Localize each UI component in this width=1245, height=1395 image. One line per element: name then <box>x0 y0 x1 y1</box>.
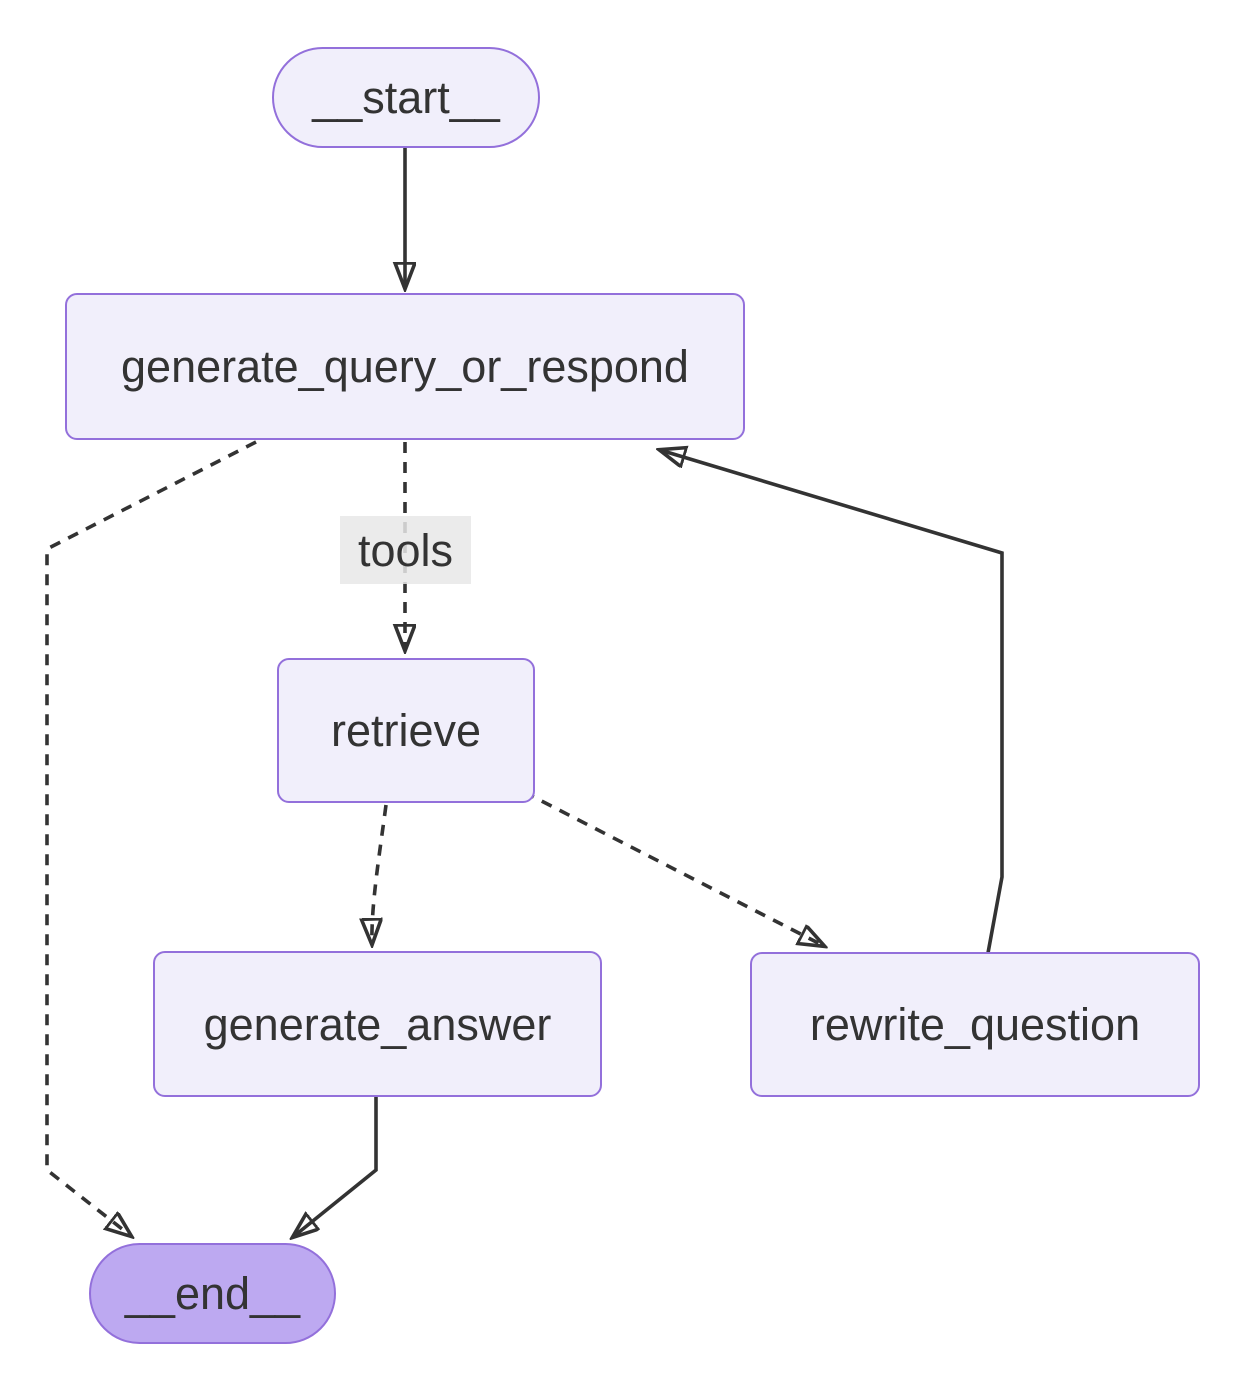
node-retrieve: retrieve <box>277 658 535 803</box>
node-generate-query-or-respond-label: generate_query_or_respond <box>121 341 689 392</box>
node-start: __start__ <box>272 47 540 148</box>
node-generate-answer: generate_answer <box>153 951 602 1097</box>
node-rewrite-question: rewrite_question <box>750 952 1200 1097</box>
edge-generate-answer-to-end <box>293 1097 378 1237</box>
node-start-label: __start__ <box>312 72 500 123</box>
edge-label-tools-text: tools <box>357 524 454 576</box>
edge-retrieve-to-generate-answer <box>372 804 388 944</box>
node-end-label: __end__ <box>124 1268 301 1319</box>
edge-generate-query-or-respond-to-end <box>45 440 257 1236</box>
node-retrieve-label: retrieve <box>330 705 482 756</box>
edge-retrieve-to-rewrite-question <box>523 790 824 946</box>
node-generate-query-or-respond: generate_query_or_respond <box>65 293 745 440</box>
node-generate-answer-label: generate_answer <box>203 998 552 1050</box>
edge-rewrite-question-to-generate-query-or-respond <box>660 450 1004 954</box>
edge-label-tools: tools <box>340 516 471 584</box>
node-rewrite-question-label: rewrite_question <box>809 999 1141 1050</box>
node-end: __end__ <box>89 1243 336 1344</box>
